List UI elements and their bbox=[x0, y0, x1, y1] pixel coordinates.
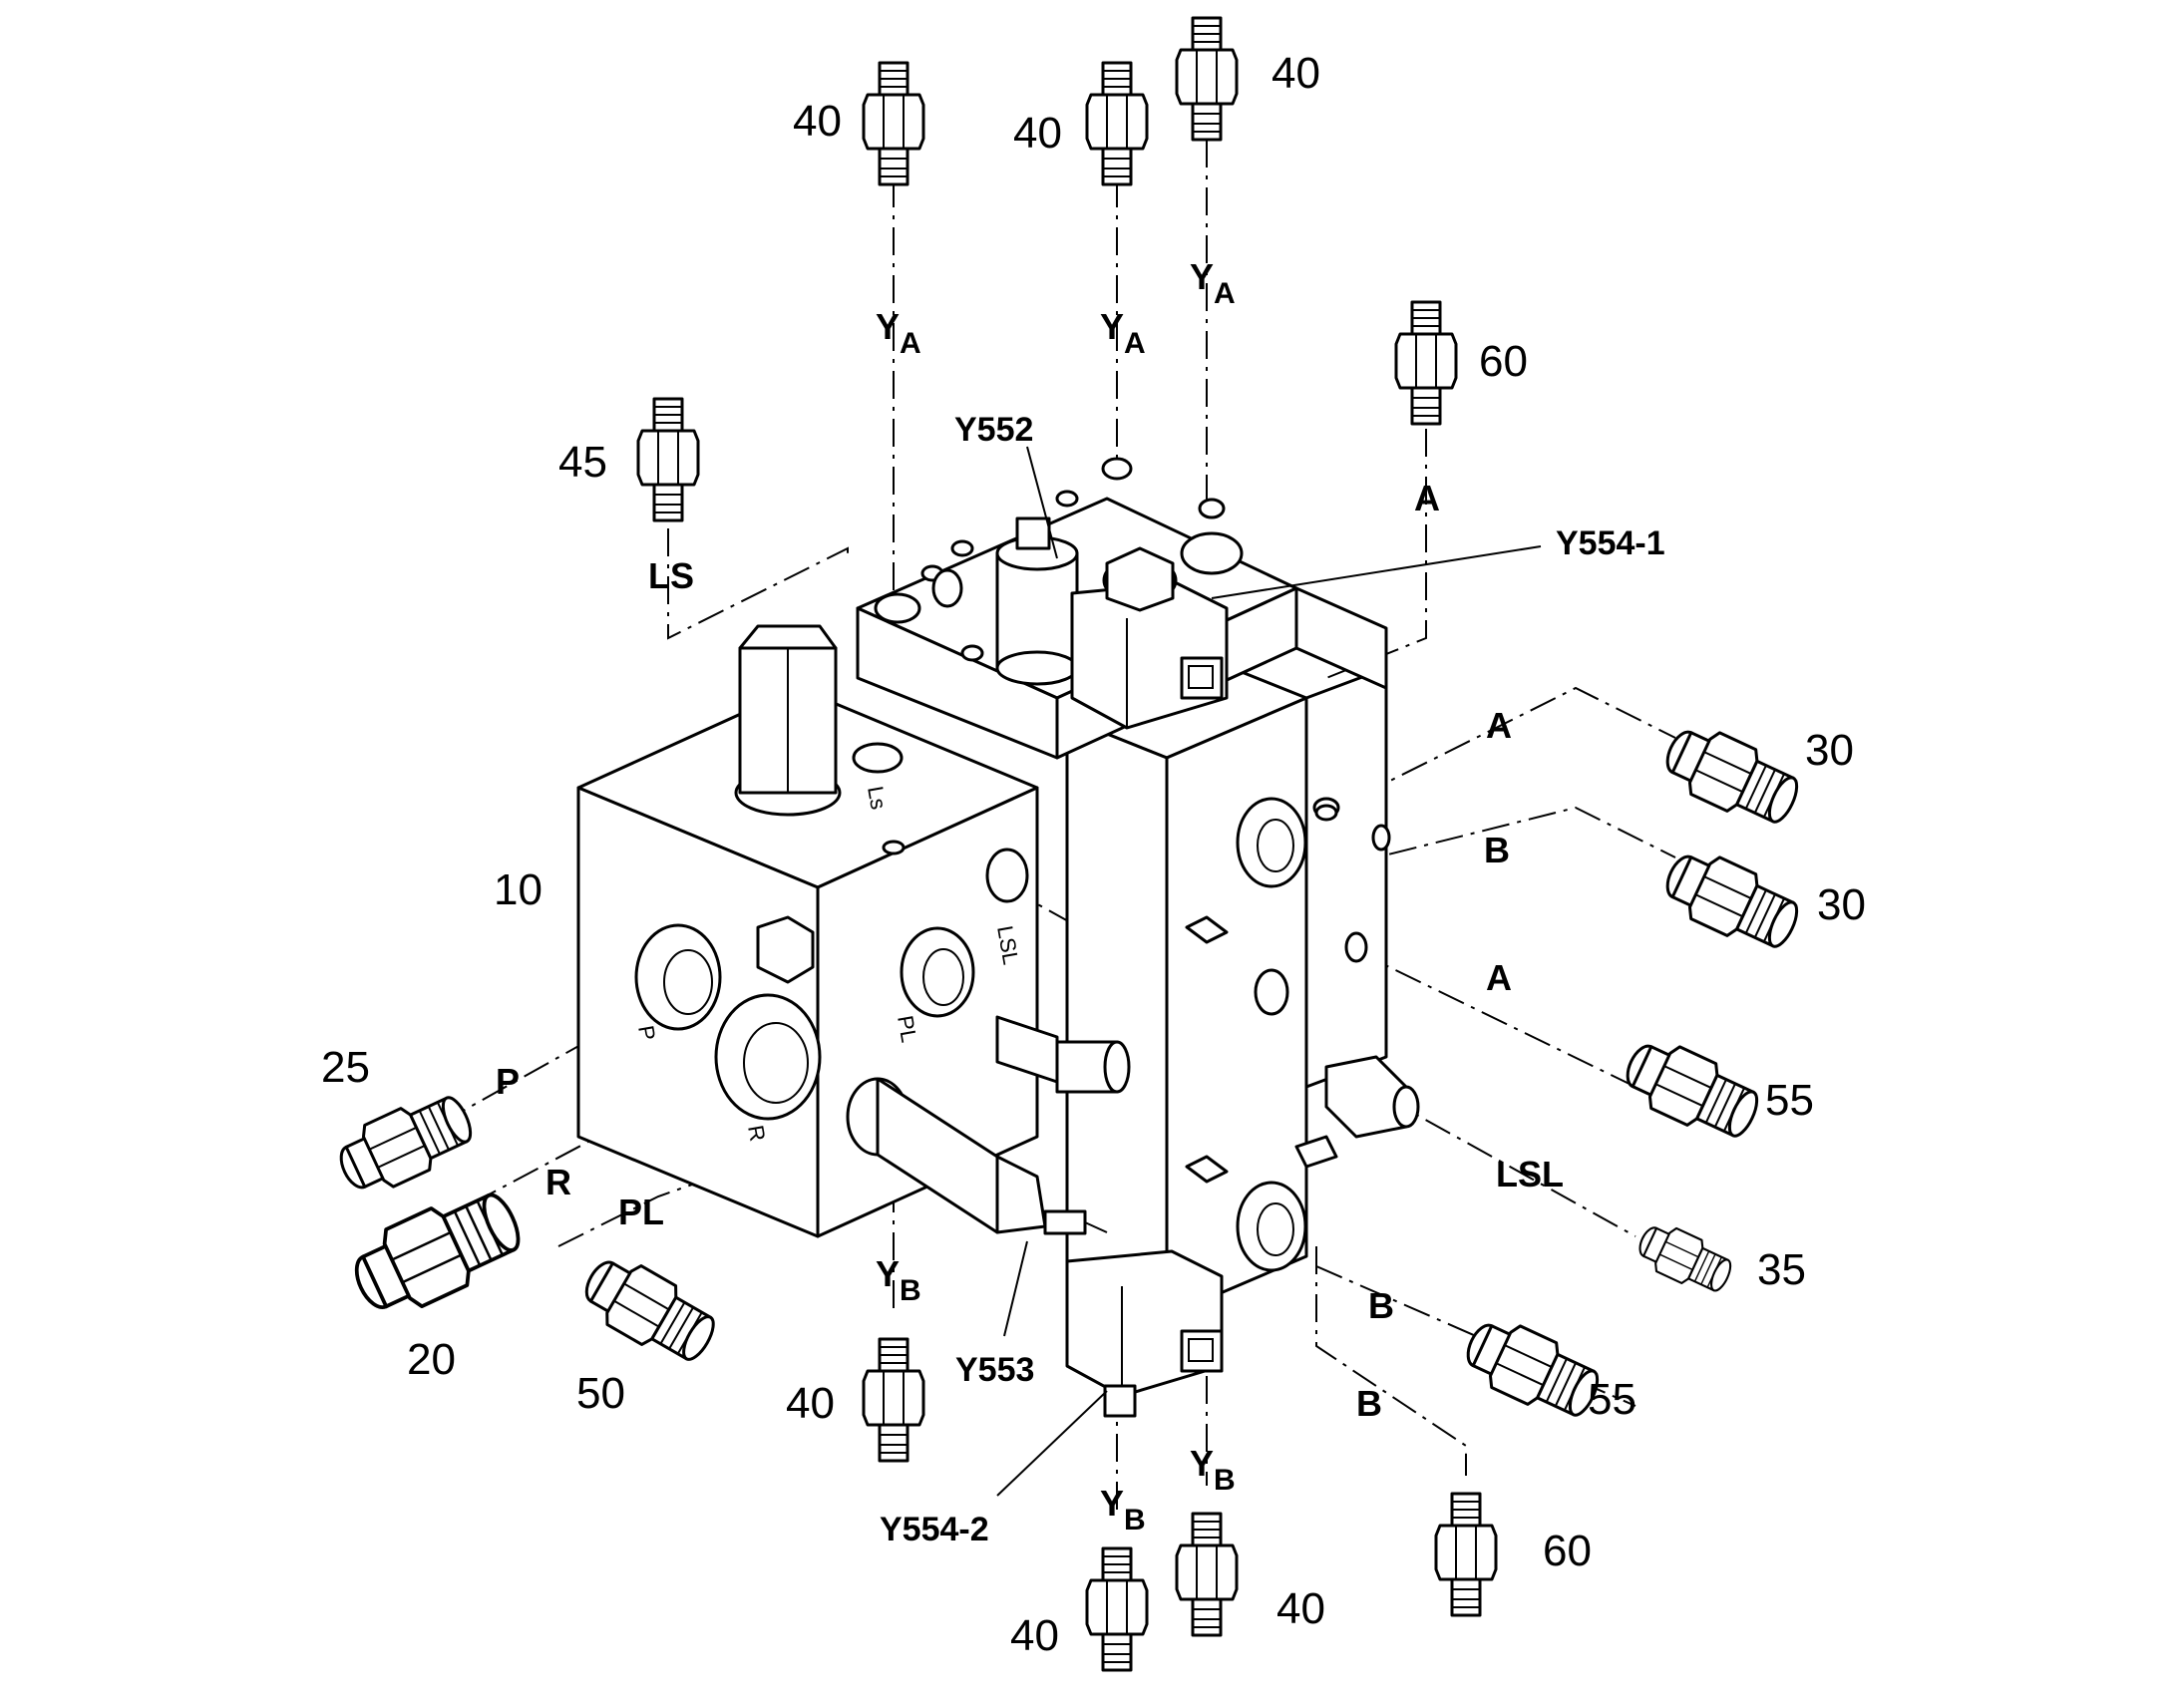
label-10: 10 bbox=[494, 865, 543, 914]
fitting-30-lower bbox=[1654, 840, 1808, 961]
fitting-55-lower bbox=[1455, 1308, 1609, 1430]
port-yb-left: YB bbox=[876, 1253, 921, 1307]
label-55-upper: 55 bbox=[1765, 1076, 1814, 1125]
port-ls: LS bbox=[648, 555, 694, 596]
etched-p: P bbox=[633, 1024, 660, 1043]
fitting-60-bottom bbox=[1434, 1492, 1498, 1617]
port-lsl: LSL bbox=[1496, 1154, 1564, 1195]
ref-y553: Y553 bbox=[955, 1351, 1034, 1389]
fitting-40-top-middle bbox=[1085, 61, 1149, 186]
fitting-40-bottom-middle bbox=[1085, 1546, 1149, 1672]
solenoid-y554-1-body bbox=[1070, 546, 1229, 730]
port-ya-left: YA bbox=[876, 306, 921, 360]
reference-leaders bbox=[996, 446, 1542, 1497]
ref-y554-2: Y554-2 bbox=[880, 1511, 989, 1548]
port-b-lower-right: B bbox=[1368, 1285, 1394, 1326]
solenoid-y552-body bbox=[995, 516, 1079, 686]
fitting-40-bottom-right bbox=[1175, 1512, 1239, 1637]
etched-ls: Ls bbox=[863, 785, 892, 812]
label-40-top-right: 40 bbox=[1272, 49, 1320, 98]
label-30-upper: 30 bbox=[1805, 726, 1854, 775]
ref-y552: Y552 bbox=[954, 411, 1033, 449]
label-30-lower: 30 bbox=[1817, 880, 1866, 929]
fitting-25 bbox=[328, 1083, 482, 1204]
solenoid-y553-body bbox=[846, 1077, 1108, 1235]
port-yb-middle: YB bbox=[1100, 1483, 1146, 1537]
label-60-top: 60 bbox=[1479, 337, 1528, 386]
label-50: 50 bbox=[576, 1369, 625, 1418]
port-a-lower-right: A bbox=[1486, 957, 1512, 998]
label-20: 20 bbox=[407, 1335, 456, 1384]
fitting-30-upper bbox=[1654, 715, 1808, 837]
main-valve-block bbox=[576, 624, 1039, 1238]
label-40-bottom-right: 40 bbox=[1276, 1584, 1325, 1633]
label-25: 25 bbox=[321, 1043, 370, 1092]
etched-r: R bbox=[743, 1124, 770, 1144]
label-40-top-middle: 40 bbox=[1013, 109, 1062, 158]
label-40-bottom-middle: 40 bbox=[1010, 1611, 1059, 1660]
port-a-top: A bbox=[1414, 478, 1440, 518]
lsl-side-valve bbox=[1294, 1055, 1420, 1169]
label-45: 45 bbox=[558, 438, 607, 487]
port-ya-right: YA bbox=[1190, 256, 1236, 310]
cartridge-valve bbox=[995, 1015, 1131, 1094]
ref-y554-1: Y554-1 bbox=[1556, 524, 1665, 562]
fitting-35 bbox=[1631, 1215, 1739, 1301]
label-60-bottom: 60 bbox=[1543, 1527, 1592, 1575]
fitting-55-upper bbox=[1615, 1029, 1768, 1151]
label-55-lower: 55 bbox=[1588, 1375, 1636, 1424]
etched-pl: PL bbox=[893, 1014, 921, 1045]
directional-valve-body bbox=[1065, 656, 1391, 1318]
fitting-60-top bbox=[1394, 300, 1458, 426]
port-pl: PL bbox=[618, 1192, 664, 1232]
port-r: R bbox=[545, 1162, 571, 1202]
fitting-40-bottom-left bbox=[862, 1337, 925, 1463]
label-40-top-left: 40 bbox=[793, 97, 842, 146]
fitting-45 bbox=[636, 397, 700, 522]
label-40-bottom-left: 40 bbox=[786, 1379, 835, 1428]
port-b-bottom: B bbox=[1356, 1383, 1382, 1424]
fitting-40-top-left bbox=[862, 61, 925, 186]
port-yb-right: YB bbox=[1190, 1443, 1236, 1497]
port-p: P bbox=[496, 1061, 520, 1102]
label-35: 35 bbox=[1757, 1245, 1806, 1294]
port-a-upper-right: A bbox=[1486, 705, 1512, 746]
port-b-upper-right: B bbox=[1484, 830, 1510, 870]
port-ya-middle: YA bbox=[1100, 306, 1146, 360]
solenoid-y554-2-body bbox=[1065, 1249, 1224, 1418]
fitting-50 bbox=[572, 1245, 726, 1374]
fitting-20 bbox=[341, 1177, 533, 1329]
fitting-40-top-right bbox=[1175, 16, 1239, 142]
